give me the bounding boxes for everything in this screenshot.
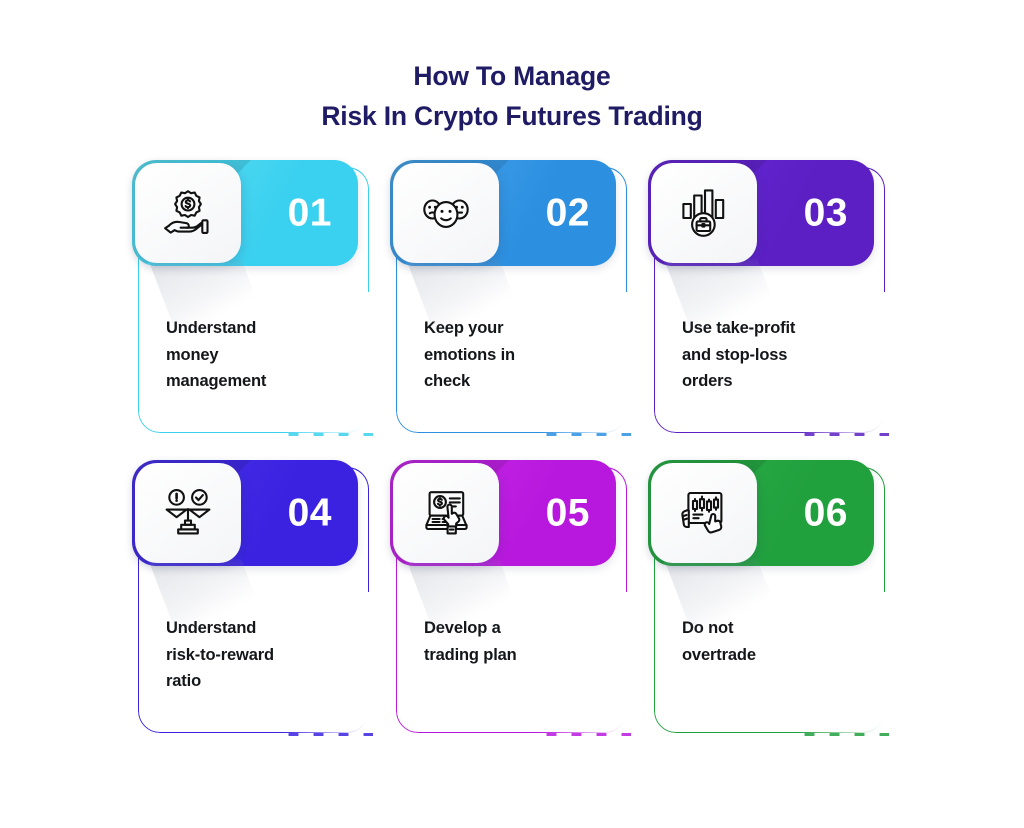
card-step-number: 03: [803, 191, 848, 235]
card-caption: Keep your emotions in check: [424, 319, 515, 391]
card-step-number: 01: [287, 191, 332, 235]
step-card-04[interactable]: 04 Understand risk-to-reward ratio: [132, 460, 373, 736]
step-card-01[interactable]: 01 Understand money management: [132, 160, 373, 436]
page-title-line-1: How To Manage: [413, 61, 611, 91]
card-step-number: 06: [803, 491, 848, 535]
page-title: How To Manage Risk In Crypto Futures Tra…: [0, 0, 1024, 137]
step-card-06[interactable]: 06 Do not overtrade: [648, 460, 889, 736]
hand-holding-money-icon: [135, 163, 241, 263]
balance-scale-icon: [135, 463, 241, 563]
briefcase-bar-chart-icon: [651, 163, 757, 263]
card-step-number: 02: [545, 191, 590, 235]
card-step-number: 05: [545, 491, 590, 535]
page-title-line-2: Risk In Crypto Futures Trading: [321, 101, 703, 132]
card-outline-dots: [281, 733, 373, 736]
card-outline-dots: [797, 433, 889, 436]
step-card-05[interactable]: 05 Develop a trading plan: [390, 460, 631, 736]
card-caption: Understand risk-to-reward ratio: [166, 619, 274, 691]
card-outline-dots: [539, 733, 631, 736]
card-outline-dots: [797, 733, 889, 736]
steps-grid: 01 Understand money management 02: [132, 160, 889, 736]
card-caption: Do not overtrade: [682, 619, 756, 664]
hands-candlestick-board-icon: [651, 463, 757, 563]
emotion-faces-icon: [393, 163, 499, 263]
card-outline-dots: [539, 433, 631, 436]
step-card-02[interactable]: 02 Keep your emotions in check: [390, 160, 631, 436]
laptop-trading-click-icon: [393, 463, 499, 563]
card-outline-dots: [281, 433, 373, 436]
card-caption: Use take-profit and stop-loss orders: [682, 319, 796, 391]
step-card-03[interactable]: 03 Use take-profit and stop-loss orders: [648, 160, 889, 436]
card-caption: Develop a trading plan: [424, 619, 517, 664]
card-caption: Understand money management: [166, 319, 267, 391]
card-step-number: 04: [287, 491, 332, 535]
